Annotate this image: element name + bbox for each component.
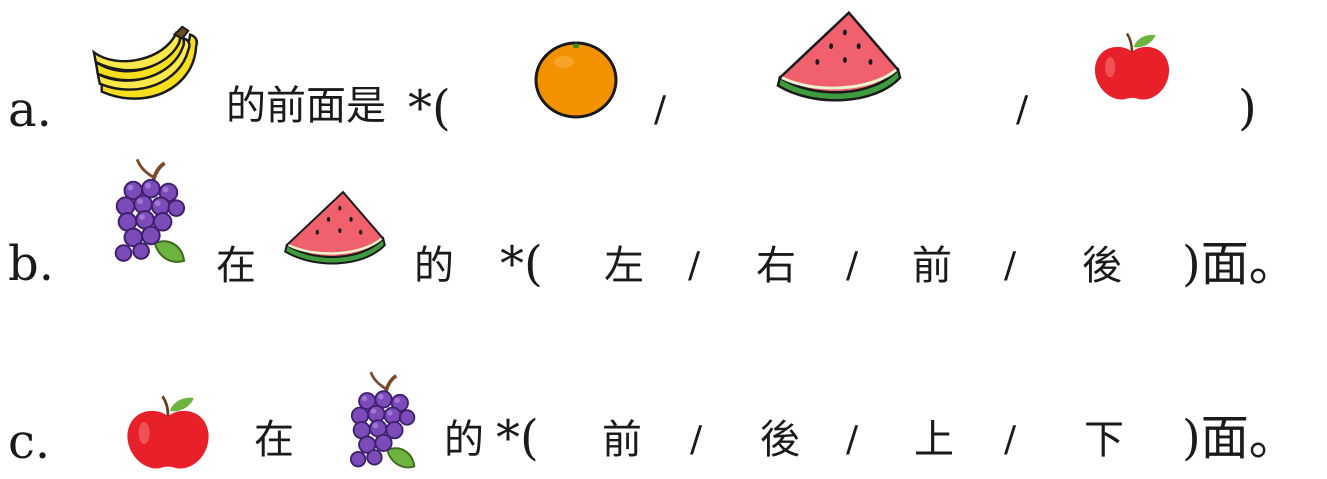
option-separator: /	[846, 419, 859, 460]
option-separator: /	[1016, 89, 1029, 130]
option-up[interactable]: 上	[914, 417, 954, 463]
question-relation: 在	[254, 417, 294, 463]
option-front[interactable]: 前	[912, 243, 952, 289]
option-front[interactable]: 前	[602, 417, 642, 463]
banana-icon	[88, 20, 200, 118]
option-back[interactable]: 後	[760, 417, 800, 463]
orange-icon[interactable]	[532, 40, 620, 120]
option-separator: /	[1004, 245, 1017, 286]
option-right[interactable]: 右	[756, 243, 796, 289]
question-stem: 的前面是	[226, 83, 386, 129]
option-separator: /	[690, 419, 703, 460]
question-label: c.	[8, 414, 51, 470]
watermelon-icon[interactable]	[774, 8, 904, 108]
option-separator: /	[1004, 419, 1017, 460]
question-stem: 的	[444, 417, 484, 463]
answer-close: )面。	[1182, 410, 1297, 466]
answer-close: )	[1238, 80, 1257, 136]
question-label: b.	[8, 236, 54, 292]
option-down[interactable]: 下	[1084, 417, 1124, 463]
question-relation: 在	[216, 243, 256, 289]
option-separator: /	[654, 89, 667, 130]
option-back[interactable]: 後	[1082, 243, 1122, 289]
grapes-icon	[340, 366, 418, 478]
question-label: a.	[8, 82, 52, 138]
apple-icon[interactable]	[1090, 28, 1174, 108]
option-separator: /	[688, 245, 701, 286]
watermelon-icon	[282, 186, 388, 272]
question-stem: 的	[414, 243, 454, 289]
answer-open: *(	[496, 410, 539, 466]
grapes-icon	[104, 154, 188, 272]
apple-icon	[122, 390, 214, 478]
answer-close: )面。	[1182, 236, 1297, 292]
option-left[interactable]: 左	[604, 243, 644, 289]
option-separator: /	[846, 245, 859, 286]
answer-open: *(	[500, 236, 543, 292]
answer-open: *(	[408, 80, 451, 136]
